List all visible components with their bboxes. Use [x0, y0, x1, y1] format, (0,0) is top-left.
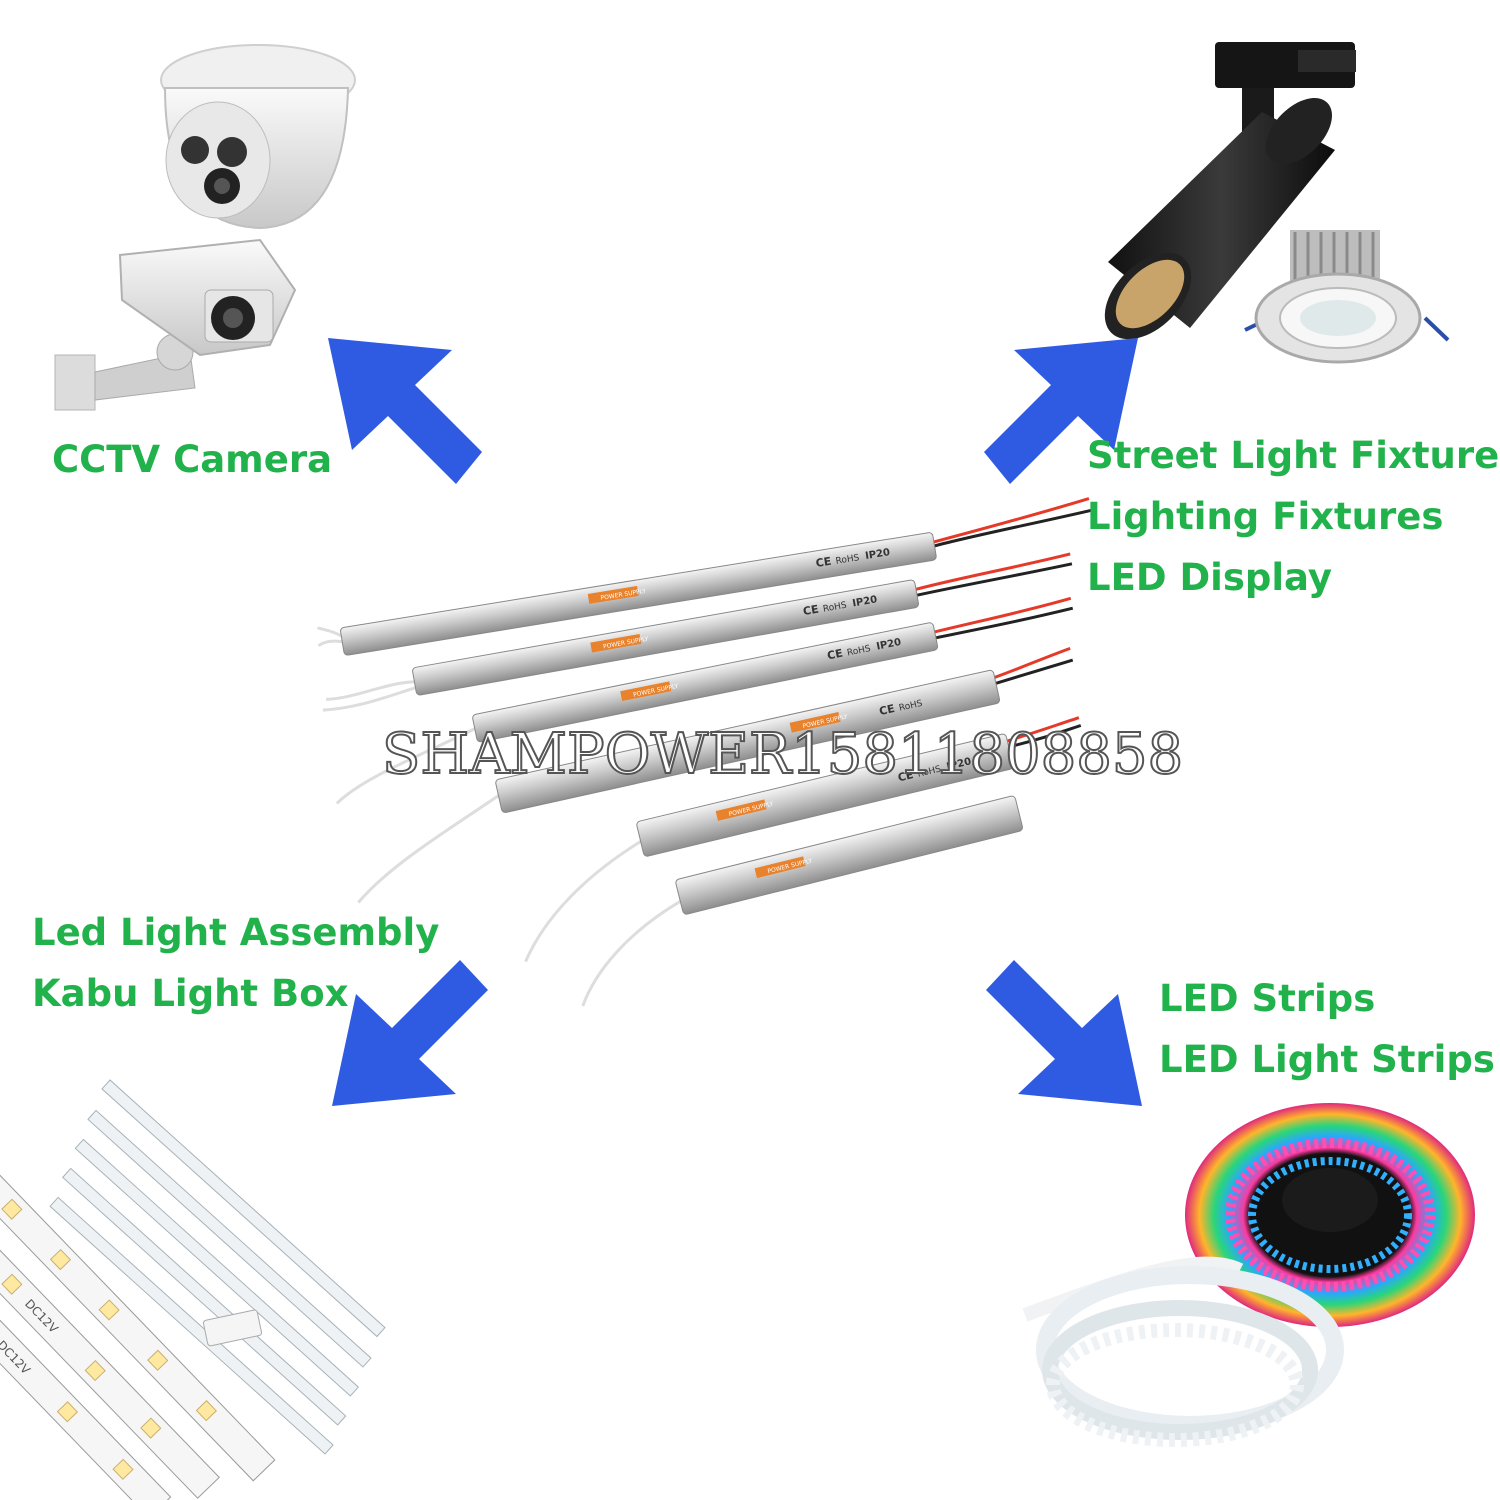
power-supply-unit: POWER SUPPLY CE RoHS [357, 646, 1074, 904]
power-supply-unit: POWER SUPPLY CE RoHS IP20 [322, 552, 1073, 712]
arrow-up-left-icon [328, 338, 482, 484]
svg-text:CE: CE [896, 768, 914, 784]
svg-text:IP20: IP20 [852, 594, 879, 609]
label-kabu-light-box: Kabu Light Box [32, 972, 349, 1015]
svg-text:RoHS: RoHS [822, 601, 847, 615]
svg-text:IP20: IP20 [864, 547, 890, 562]
white-led-strip-image [1022, 1256, 1344, 1447]
label-led-light-strips: LED Light Strips [1159, 1038, 1495, 1081]
svg-text:CE: CE [802, 603, 820, 619]
label-led-strips: LED Strips [1159, 977, 1376, 1020]
rgb-led-strip-image [1185, 1103, 1475, 1327]
arrow-up-right-icon [984, 338, 1138, 484]
label-cctv-camera: CCTV Camera [52, 438, 333, 481]
label-lighting-fixtures: Lighting Fixtures [1087, 495, 1444, 538]
power-supply-image: POWER SUPPLY CE RoHS IP20 POWER SUPPLY C… [316, 497, 1092, 1007]
svg-text:RoHS: RoHS [835, 553, 860, 567]
label-led-display: LED Display [1087, 556, 1332, 599]
led-light-bars-image: DC12V DC12V [0, 1079, 386, 1500]
power-supply-unit: POWER SUPPLY CE RoHS IP20 [524, 716, 1082, 963]
svg-text:CE: CE [826, 647, 844, 663]
svg-text:CE: CE [878, 702, 896, 718]
dome-camera-image [160, 44, 356, 230]
bullet-camera-image [54, 238, 297, 411]
track-spotlight-image [1104, 42, 1356, 340]
svg-text:RoHS: RoHS [846, 644, 872, 659]
power-supply-unit: POWER SUPPLY [581, 795, 1023, 1007]
label-street-light-fixture: Street Light Fixture [1087, 434, 1500, 477]
downlight-image [1244, 230, 1450, 364]
arrow-down-left-icon [332, 960, 488, 1106]
svg-text:IP20: IP20 [875, 637, 902, 653]
power-supply-unit: POWER SUPPLY CE RoHS IP20 [316, 497, 1092, 656]
power-supply-unit: POWER SUPPLY CE RoHS IP20 [335, 596, 1074, 805]
svg-text:CE: CE [815, 555, 832, 570]
label-led-light-assembly: Led Light Assembly [32, 911, 440, 954]
arrow-down-right-icon [986, 960, 1142, 1106]
watermark: SHAMPOWER15811808858 [381, 721, 1184, 788]
